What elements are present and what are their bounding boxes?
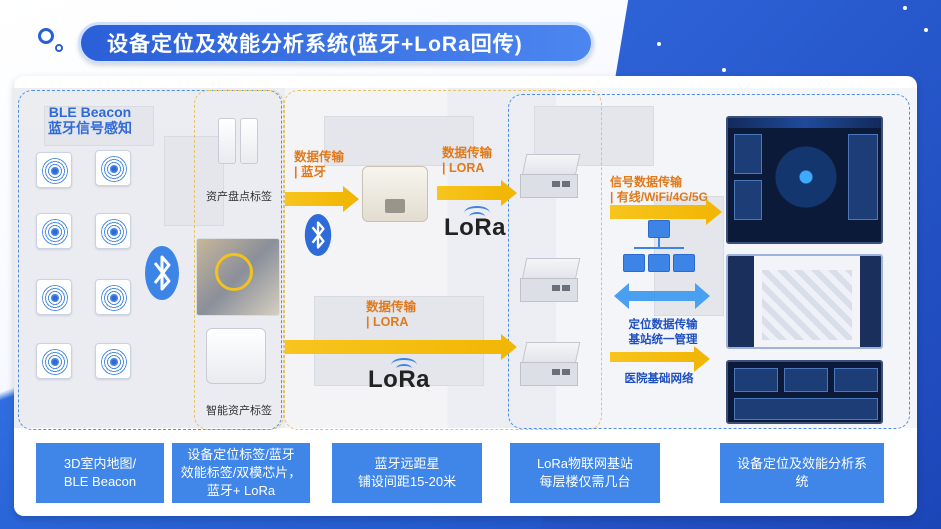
beacon-icon — [95, 150, 131, 186]
bottom-box-line1: 设备定位及效能分析系 — [736, 456, 867, 471]
ble-beacon-title: BLE Beacon 蓝牙信号感知 — [40, 104, 140, 136]
asset-inventory-tag-label: 资产盘点标签 — [206, 191, 272, 203]
flow-label-line2: | LORA — [366, 315, 409, 329]
beacon-icon — [36, 279, 72, 315]
bottom-box-analysis-system: 设备定位及效能分析系 统 — [720, 443, 884, 503]
ble-beacon-title-line1: BLE Beacon — [48, 104, 132, 120]
ble-beacon-title-line2: 蓝牙信号感知 — [48, 120, 132, 136]
lora-signal-icon — [396, 364, 412, 373]
asset-tag-image — [218, 118, 236, 164]
network-line — [658, 238, 660, 248]
bottom-box-line1: 设备定位标签/蓝牙 — [187, 447, 295, 462]
flow-label-line1: 定位数据传输 — [628, 319, 698, 331]
lora-base-station-image — [520, 258, 582, 304]
beacon-icon — [95, 213, 131, 249]
bottom-box-line1: 蓝牙远距星 — [374, 456, 440, 471]
network-line — [634, 247, 684, 249]
tag-zone-frame — [194, 90, 284, 430]
bluetooth-gateway-plug-image — [362, 166, 428, 222]
smart-asset-tag-image — [206, 328, 266, 384]
dashboard-screenshot-stats — [726, 360, 883, 424]
bottom-box-lora-station: LoRa物联网基站 每层楼仅需几台 — [510, 443, 660, 503]
signal-data-transmission-label: 信号数据传输 | 有线/WiFi/4G/5G — [610, 175, 708, 205]
bottom-box-line2: 统 — [795, 474, 809, 489]
lora-transmission-label-top: 数据传输 | LORA — [442, 146, 492, 176]
dashboard-screenshot-overview — [726, 116, 883, 244]
flow-label-line2: | 有线/WiFi/4G/5G — [610, 190, 708, 204]
map-building — [324, 116, 474, 166]
network-node-icon — [648, 254, 670, 272]
bottom-box-line1: LoRa物联网基站 — [536, 456, 634, 471]
bottom-box-line2: 铺设间距15-20米 — [357, 474, 457, 489]
network-node-icon — [623, 254, 645, 272]
lora-signal-icon — [391, 358, 417, 372]
title-decoration-circle — [38, 28, 54, 44]
lora-logo-top: LoRa — [444, 214, 506, 241]
hospital-network-arrow — [610, 346, 710, 372]
bluetooth-transmission-label: 数据传输 | 蓝牙 — [294, 150, 344, 180]
asset-tag-image — [240, 118, 258, 164]
star-dot — [924, 28, 928, 32]
lora-flow-arrow-bottom — [285, 334, 517, 360]
flow-label-line2: | LORA — [442, 161, 485, 175]
transmission-zone-frame — [284, 90, 602, 430]
map-building — [44, 106, 154, 146]
plug-socket — [385, 199, 405, 213]
network-node-icon — [648, 220, 670, 238]
star-dot — [903, 6, 907, 10]
lora-logo-bottom: LoRa — [368, 366, 430, 393]
flow-label-line1: 数据传输 — [294, 150, 345, 164]
smart-asset-tag-label: 智能资产标签 — [206, 405, 272, 417]
dashboard-screenshot-map — [726, 254, 883, 349]
page-title: 设备定位及效能分析系统(蓝牙+LoRa回传) — [107, 33, 523, 56]
beacon-icon — [36, 213, 72, 249]
signal-flow-arrow — [610, 199, 722, 225]
lora-base-station-image — [520, 154, 582, 200]
bluetooth-icon — [304, 214, 332, 256]
lora-signal-icon — [464, 206, 490, 220]
bottom-box-bluetooth-range: 蓝牙远距星 铺设间距15-20米 — [332, 443, 482, 503]
ble-zone-frame — [18, 90, 282, 430]
lora-flow-arrow-top — [437, 180, 517, 206]
network-node-icon — [673, 254, 695, 272]
flow-label-line1: 信号数据传输 — [610, 175, 683, 189]
bidirectional-arrow — [614, 283, 710, 309]
bottom-box-line1: 3D室内地图/ — [63, 456, 137, 471]
beacon-icon — [36, 343, 72, 379]
flow-label-line2: | 蓝牙 — [294, 165, 326, 179]
bottom-box-line2: 效能标签/双模芯片， — [180, 465, 302, 480]
highlight-circle — [215, 253, 253, 291]
title-decoration-circle-small — [55, 44, 63, 52]
flow-label-line1: 数据传输 — [366, 300, 417, 314]
hospital-network-label: 医院基础网络 — [624, 373, 694, 385]
bluetooth-flow-arrow — [285, 186, 359, 212]
tag-installation-photo — [196, 238, 280, 316]
beacon-icon — [95, 279, 131, 315]
star-dot — [657, 42, 661, 46]
lora-transmission-label-bottom: 数据传输 | LORA — [366, 300, 416, 330]
bluetooth-icon — [145, 246, 179, 300]
flow-label-line1: 数据传输 — [442, 146, 493, 160]
flow-label-line2: 基站统一管理 — [628, 334, 698, 346]
beacon-icon — [36, 152, 72, 188]
gateway-system-frame — [508, 94, 910, 429]
beacon-icon — [95, 343, 131, 379]
bottom-box-indoor-map: 3D室内地图/ BLE Beacon — [36, 443, 164, 503]
bottom-box-line2: 每层楼仅需几台 — [539, 474, 631, 489]
star-dot — [722, 68, 726, 72]
title-banner: 设备定位及效能分析系统(蓝牙+LoRa回传) — [78, 22, 594, 64]
bottom-box-tags: 设备定位标签/蓝牙 效能标签/双模芯片， 蓝牙+ LoRa — [172, 443, 310, 503]
lora-base-station-image — [520, 342, 582, 388]
bottom-box-line2: BLE Beacon — [63, 474, 137, 489]
positioning-data-label: 定位数据传输 基站统一管理 — [614, 318, 712, 348]
bottom-box-line3: 蓝牙+ LoRa — [206, 483, 276, 498]
lora-signal-icon — [469, 212, 485, 221]
